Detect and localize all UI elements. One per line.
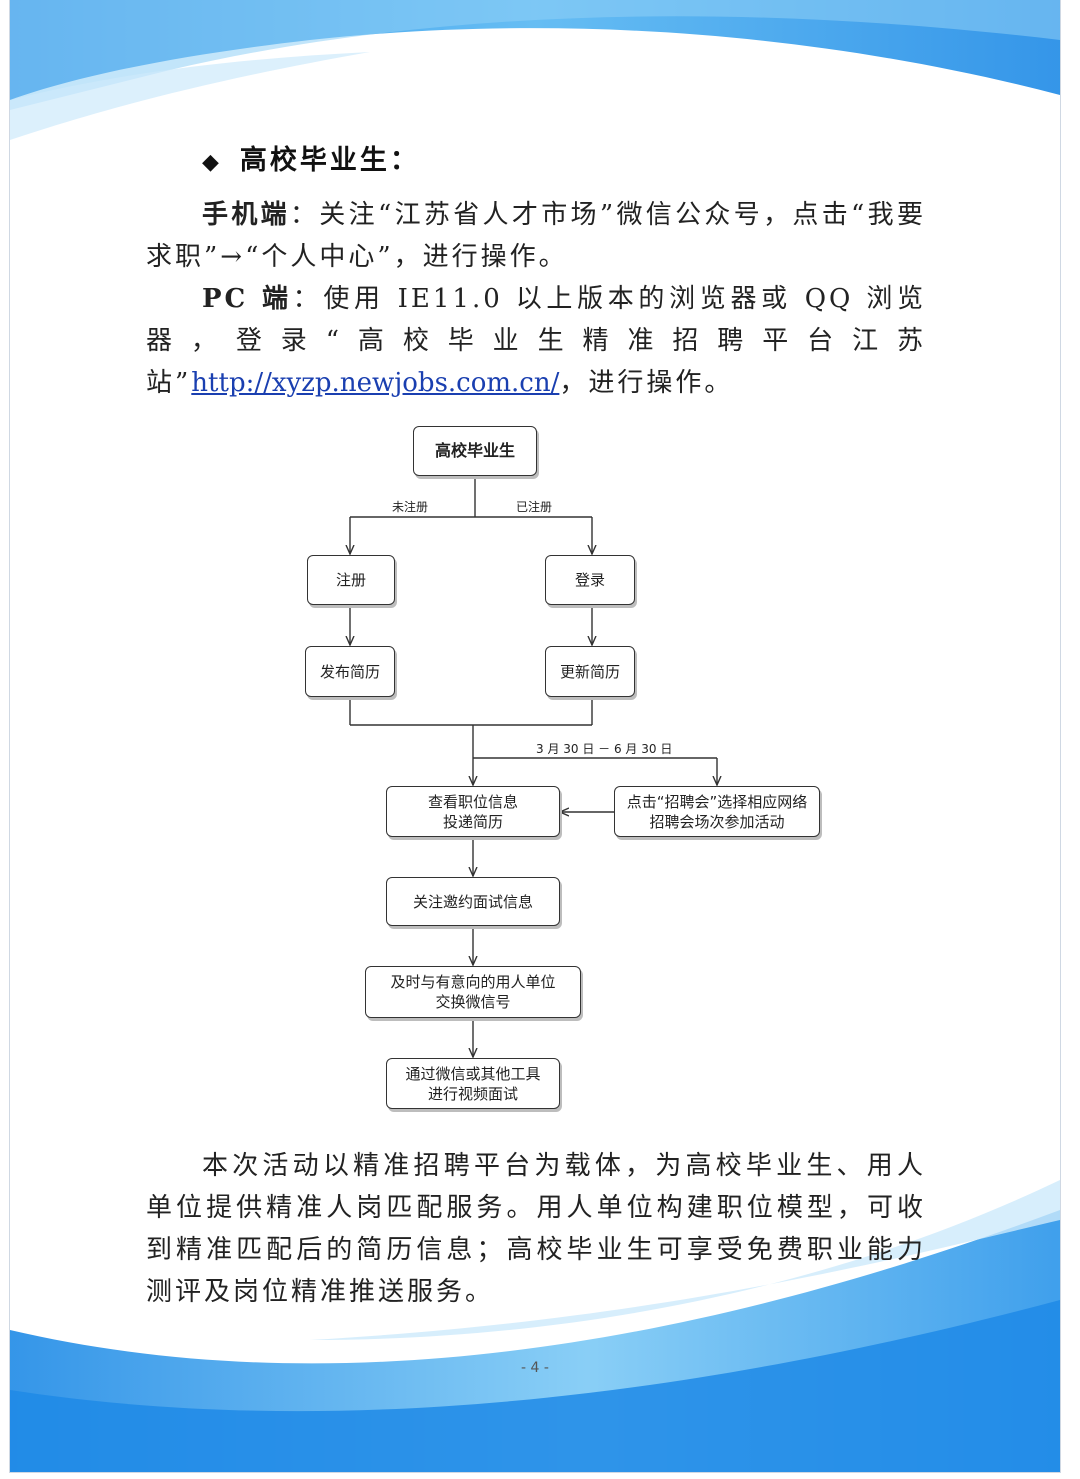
- mobile-label: 手机端: [202, 200, 290, 230]
- node-video-interview: 通过微信或其他工具进行视频面试: [386, 1058, 560, 1109]
- diamond-icon: ◆: [202, 149, 222, 175]
- summary-paragraph: 本次活动以精准招聘平台为载体，为高校毕业生、用人单位提供精准人岗匹配服务。用人单…: [146, 1151, 926, 1307]
- node-publish-resume: 发布简历: [305, 646, 395, 697]
- node-graduate: 高校毕业生: [413, 426, 537, 476]
- node-login: 登录: [545, 555, 635, 605]
- platform-link[interactable]: http://xyzp.newjobs.com.cn/: [191, 368, 560, 398]
- pc-text-after: ，进行操作。: [559, 368, 734, 398]
- node-follow-invites: 关注邀约面试信息: [386, 877, 560, 926]
- node-update-resume: 更新简历: [545, 646, 635, 697]
- document-page: ◆ 高校毕业生： 手机端：关注“江苏省人才市场”微信公众号，点击“我要求职”→“个…: [10, 0, 1060, 1472]
- label-unregistered: 未注册: [392, 500, 429, 514]
- page-number: - 4 -: [521, 1360, 549, 1376]
- node-job-fair: 点击“招聘会”选择相应网络招聘会场次参加活动: [614, 786, 820, 837]
- pc-instructions: PC 端：使用 IE11.0 以上版本的浏览器或 QQ 浏览器，登录“高校毕业生…: [146, 278, 926, 404]
- page-background-decoration: [10, 0, 1060, 1472]
- flowchart-connectors: [10, 476, 1060, 1472]
- mobile-text: ：关注“江苏省人才市场”微信公众号，点击“我要求职”→“个人中心”，进行操作。: [146, 200, 926, 272]
- label-registered: 已注册: [516, 500, 553, 514]
- label-date-range: 3 月 30 日 － 6 月 30 日: [536, 742, 673, 756]
- pc-text-before: ：使用 IE11.0 以上版本的浏览器或 QQ 浏览器，登录“高校毕业生精准招聘…: [146, 284, 926, 398]
- node-exchange-wechat: 及时与有意向的用人单位交换微信号: [365, 966, 581, 1018]
- pc-label: PC 端: [202, 284, 293, 314]
- mobile-instructions: 手机端：关注“江苏省人才市场”微信公众号，点击“我要求职”→“个人中心”，进行操…: [146, 194, 926, 278]
- node-view-jobs: 查看职位信息投递简历: [386, 786, 560, 837]
- section-title: 高校毕业生：: [239, 145, 420, 176]
- node-register: 注册: [307, 555, 395, 605]
- section-heading: ◆ 高校毕业生：: [202, 140, 420, 183]
